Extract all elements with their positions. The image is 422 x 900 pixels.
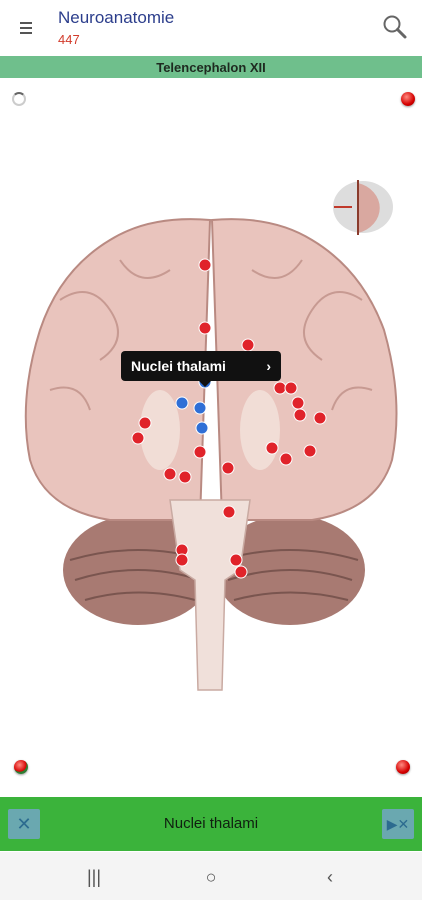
label-pin[interactable]: [303, 444, 317, 458]
search-icon[interactable]: [382, 14, 408, 40]
brainstem: [169, 499, 251, 691]
label-pin[interactable]: [234, 565, 248, 579]
recent-apps-button[interactable]: |||: [86, 866, 102, 887]
label-pin[interactable]: [273, 381, 287, 395]
label-pin[interactable]: [284, 381, 298, 395]
label-pin[interactable]: [293, 408, 307, 422]
toggle-pins-button[interactable]: [401, 92, 415, 106]
label-pin[interactable]: [291, 396, 305, 410]
loading-icon: [12, 92, 26, 106]
app-header: Neuroanatomie 447: [0, 0, 422, 56]
home-button[interactable]: ○: [205, 866, 217, 887]
label-pin[interactable]: [131, 431, 145, 445]
answer-bar: ✕ Nuclei thalami ▶✕: [0, 797, 422, 851]
label-pin[interactable]: [313, 411, 327, 425]
label-pin[interactable]: [163, 467, 177, 481]
cerebrum: [24, 218, 398, 521]
close-icon[interactable]: ✕: [8, 809, 40, 839]
selected-pin[interactable]: [193, 401, 207, 415]
back-button[interactable]: ‹: [327, 866, 333, 887]
label-pin[interactable]: [221, 461, 235, 475]
structure-tooltip[interactable]: Nuclei thalami ›: [121, 351, 281, 387]
brain-illustration[interactable]: [0, 160, 422, 720]
menu-icon[interactable]: [20, 22, 32, 36]
app-title: Neuroanatomie: [58, 8, 175, 27]
label-pin[interactable]: [138, 416, 152, 430]
label-pin[interactable]: [265, 441, 279, 455]
label-pin[interactable]: [193, 445, 207, 459]
item-count: 447: [58, 32, 80, 47]
label-pin[interactable]: [198, 321, 212, 335]
label-pin[interactable]: [229, 553, 243, 567]
section-title: Telencephalon XII: [0, 56, 422, 78]
pin-button[interactable]: [396, 760, 410, 774]
chevron-right-icon: ›: [266, 358, 271, 374]
label-pin[interactable]: [222, 505, 236, 519]
answer-label: Nuclei thalami: [163, 815, 259, 832]
orientation-thumbnail-icon: [333, 180, 393, 235]
label-pin[interactable]: [241, 338, 255, 352]
label-pin[interactable]: [279, 452, 293, 466]
label-pin[interactable]: [175, 553, 189, 567]
selected-pin[interactable]: [175, 396, 189, 410]
system-nav-bar: ||| ○ ‹: [0, 852, 422, 900]
next-icon[interactable]: ▶✕: [382, 809, 414, 839]
selected-pin[interactable]: [195, 421, 209, 435]
quiz-button[interactable]: [14, 760, 28, 774]
label-pin[interactable]: [178, 470, 192, 484]
label-pin[interactable]: [198, 258, 212, 272]
tooltip-label: Nuclei thalami: [131, 358, 226, 374]
